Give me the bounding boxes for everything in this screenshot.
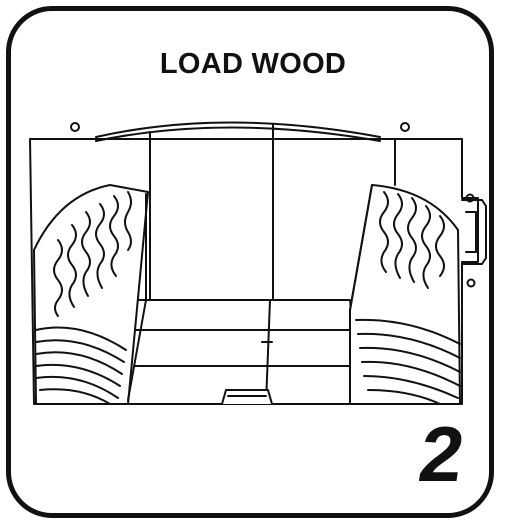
mounting-holes (70, 122, 476, 288)
firebox-floor-grate (127, 299, 363, 405)
right-log (349, 184, 461, 405)
left-log (33, 184, 149, 405)
step-title: LOAD WOOD (159, 48, 347, 80)
